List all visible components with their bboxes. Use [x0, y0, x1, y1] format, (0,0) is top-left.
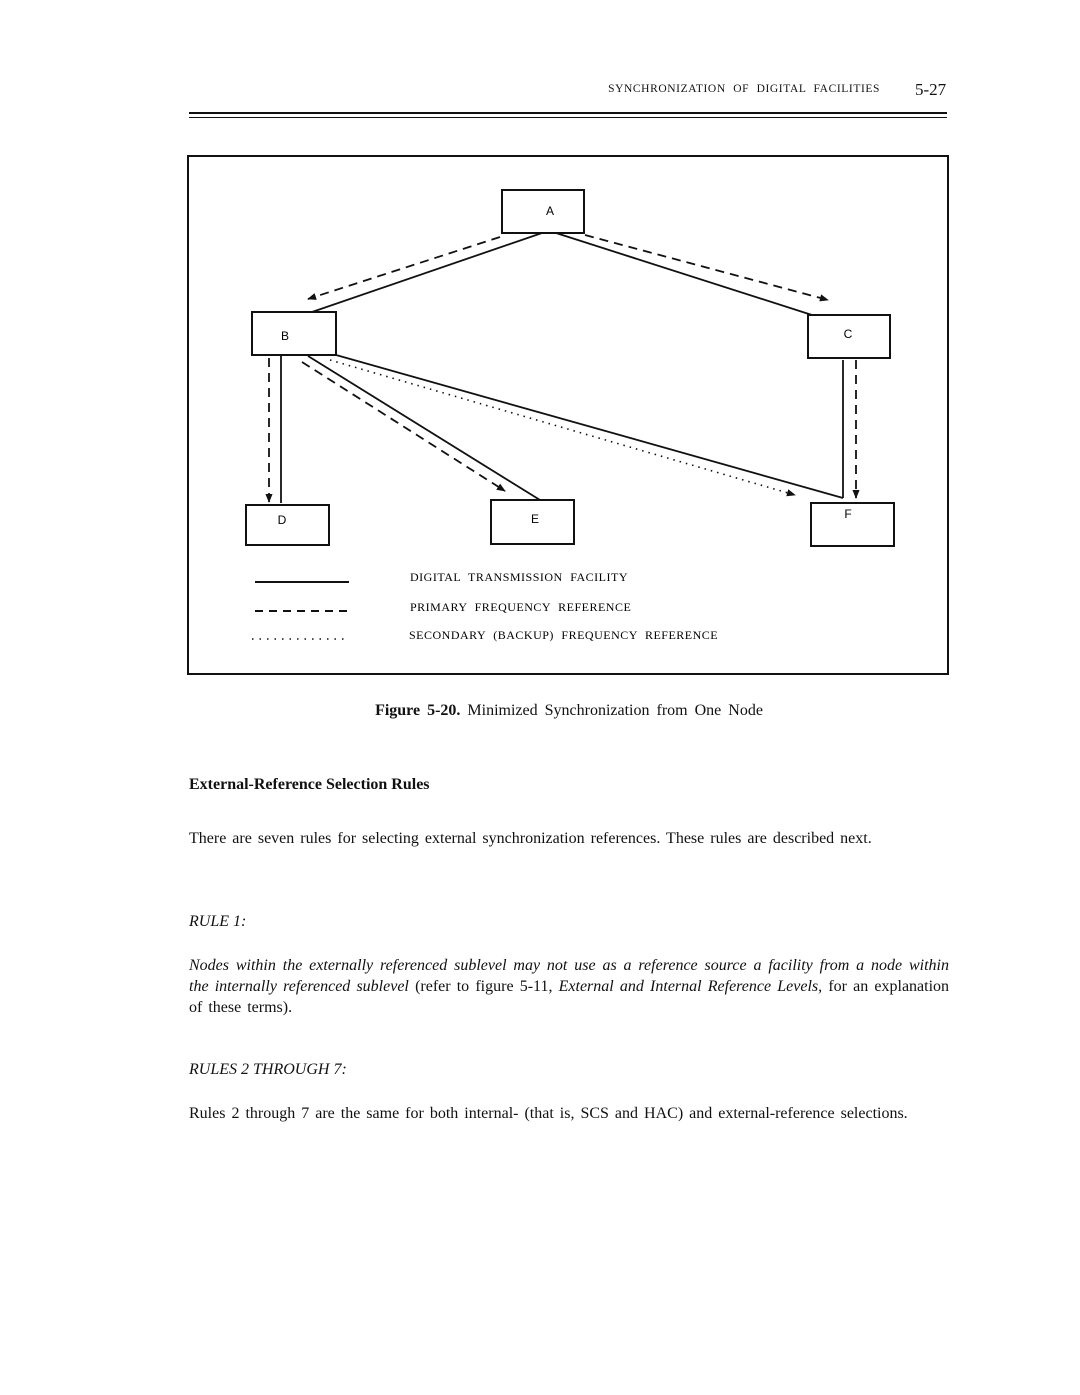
- transmission-facility-lines: [280, 232, 844, 503]
- link-b-f: [335, 354, 844, 499]
- rule1-refer-text: (refer to figure 5-11,: [415, 978, 553, 995]
- primary-ref-b-e: [301, 361, 506, 492]
- link-b-e: [307, 355, 541, 501]
- rule1-reference-title: External and Internal Reference Levels,: [558, 978, 823, 995]
- header-rule-thin: [189, 117, 947, 118]
- node-a-label: A: [546, 204, 554, 218]
- node-d-label: D: [278, 513, 287, 527]
- intro-paragraph: There are seven rules for selecting exte…: [189, 830, 872, 847]
- legend-dotted-label: SECONDARY (BACKUP) FREQUENCY REFERENCE: [409, 628, 718, 642]
- node-b-label: B: [281, 329, 289, 343]
- legend-solid-label: DIGITAL TRANSMISSION FACILITY: [410, 570, 628, 584]
- rule1-paragraph: Nodes within the externally referenced s…: [189, 955, 949, 1018]
- running-header: SYNCHRONIZATION OF DIGITAL FACILITIES: [608, 83, 880, 95]
- figure-frame: [187, 155, 949, 675]
- node-b: B: [251, 311, 337, 356]
- rule1-tail-text: for an explanation of these terms).: [189, 978, 950, 1016]
- legend: DIGITAL TRANSMISSION FACILITY PRIMARY FR…: [252, 570, 718, 642]
- synchronization-diagram: A B C D E F DIGITAL TRANSMISSION FACILIT…: [187, 155, 949, 675]
- node-e-label: E: [531, 512, 539, 526]
- node-d: D: [245, 504, 330, 546]
- header-rule-thick: [189, 112, 947, 114]
- link-a-b: [311, 232, 543, 313]
- figure-caption: Figure 5-20. Minimized Synchronization f…: [0, 702, 1080, 720]
- section-heading: External-Reference Selection Rules: [189, 776, 430, 793]
- rule1-label: RULE 1:: [189, 913, 247, 930]
- figure-caption-text: Minimized Synchronization from One Node: [467, 702, 763, 719]
- rule1-italic-text: Nodes within the externally referenced s…: [189, 957, 949, 995]
- rules2-7-label: RULES 2 THROUGH 7:: [189, 1061, 347, 1078]
- primary-reference-lines: [265, 234, 860, 503]
- figure-caption-label: Figure 5-20.: [375, 702, 461, 719]
- node-a: A: [501, 189, 585, 234]
- page-number: 5-27: [915, 80, 947, 99]
- legend-dashed-label: PRIMARY FREQUENCY REFERENCE: [410, 600, 631, 614]
- node-c-label: C: [844, 327, 853, 341]
- primary-ref-a-c: [584, 234, 829, 302]
- primary-ref-a-b: [307, 236, 501, 300]
- rules2-7-paragraph: Rules 2 through 7 are the same for both …: [189, 1105, 908, 1122]
- node-f-label: F: [844, 507, 851, 521]
- node-e: E: [490, 499, 575, 545]
- secondary-ref-b-f: [329, 359, 796, 497]
- node-c: C: [807, 314, 891, 359]
- link-a-c: [555, 232, 813, 316]
- node-f: F: [810, 502, 895, 547]
